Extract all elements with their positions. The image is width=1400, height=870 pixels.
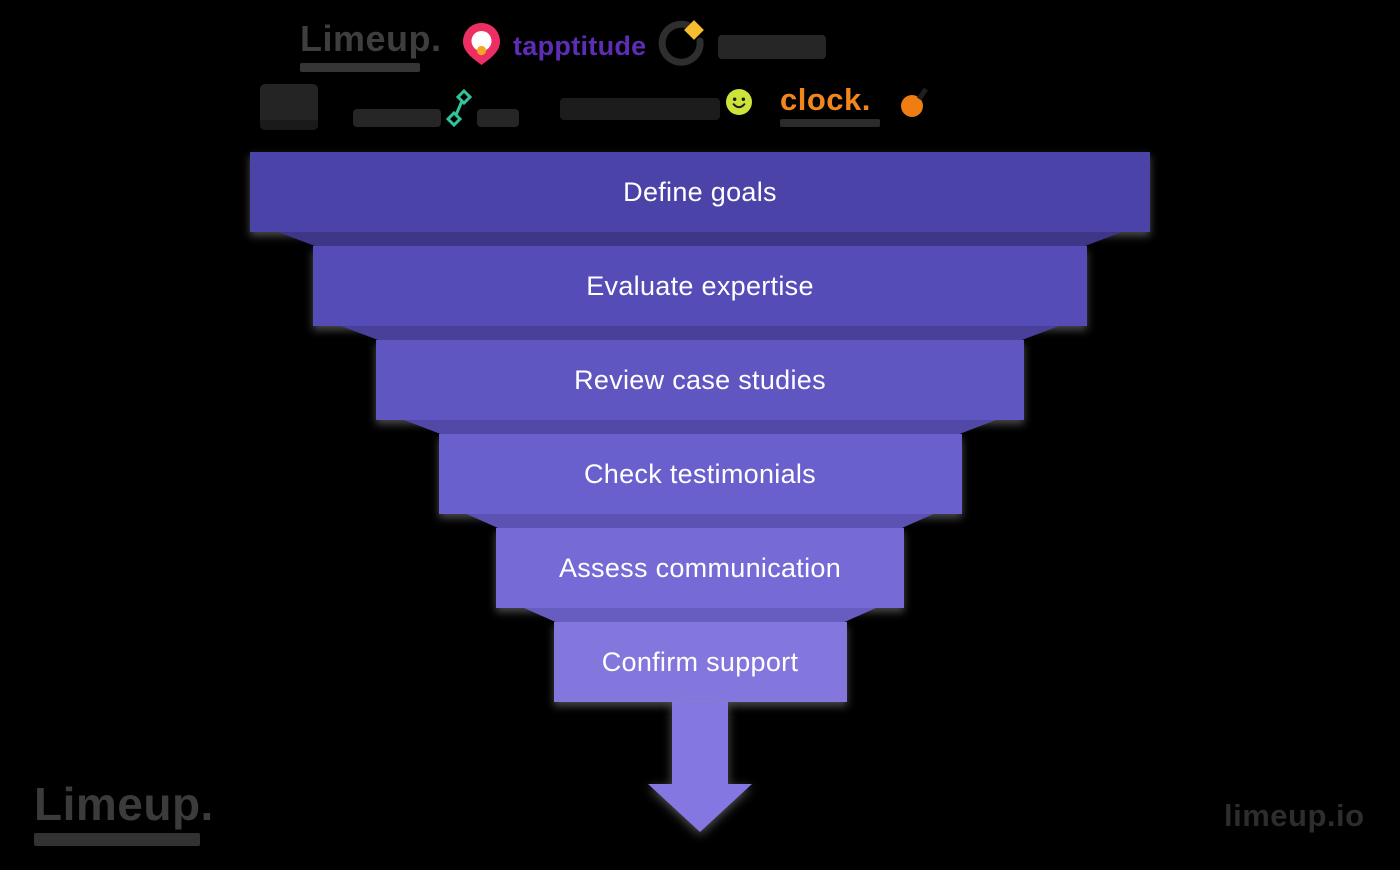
dark-square-logo xyxy=(260,84,318,130)
funnel-step-label: Define goals xyxy=(623,176,777,207)
chain-link-icon xyxy=(445,88,473,133)
down-arrow-stem xyxy=(672,702,728,786)
down-arrow-head xyxy=(648,784,752,832)
funnel-step-1: Define goals xyxy=(250,152,1150,232)
gear-circle-icon xyxy=(898,86,932,125)
teal-link-logo xyxy=(353,88,519,133)
funnel-connector-4 xyxy=(466,514,934,528)
square-mark-icon xyxy=(260,120,318,130)
pin-shield-icon xyxy=(462,22,501,71)
funnel-step-2: Evaluate expertise xyxy=(313,246,1087,326)
goodface-logo xyxy=(560,88,752,120)
funnel-step-6: Confirm support xyxy=(553,622,847,702)
funnel-connector-2 xyxy=(341,326,1059,340)
tapptitude-logo: tapptitude xyxy=(462,22,646,71)
funnel-connector-1 xyxy=(278,232,1122,246)
clock-tagline-bar xyxy=(780,119,880,127)
funnel-step-label: Check testimonials xyxy=(584,458,816,489)
funnel-step-label: Review case studies xyxy=(574,364,826,395)
clock-logo: clock. xyxy=(780,84,880,127)
limeup-wordmark: Limeup. xyxy=(34,778,214,830)
limeup-tagline-bar xyxy=(300,63,420,72)
illegible-wordmark-block xyxy=(353,108,441,127)
funnel-step-5: Assess communication xyxy=(496,528,904,608)
funnel-connector-5 xyxy=(524,608,876,622)
down-arrow xyxy=(0,702,1400,832)
funnel-connector-3 xyxy=(404,420,996,434)
limeup-logo-footer: Limeup. xyxy=(34,780,214,846)
funnel-step-label: Evaluate expertise xyxy=(586,270,814,301)
funnel-step-label: Assess communication xyxy=(558,552,842,583)
limeup-logo-top: Limeup. xyxy=(300,20,442,72)
clock-wordmark: clock. xyxy=(780,82,871,117)
funnel-step-4: Check testimonials xyxy=(438,434,962,514)
sparkle-ring-logo xyxy=(658,20,826,73)
orange-gear-logo xyxy=(898,86,932,125)
tapptitude-wordmark: tapptitude xyxy=(513,31,647,61)
circular-arrow-sparkle-icon xyxy=(658,20,706,73)
funnel-step-label: Confirm support xyxy=(601,646,799,677)
illegible-wordmark-block xyxy=(718,34,826,59)
illegible-wordmark-block xyxy=(560,98,720,120)
smiley-icon xyxy=(726,88,752,120)
limeup-tagline-bar xyxy=(34,833,200,846)
illegible-wordmark-block xyxy=(477,108,519,127)
funnel-step-3: Review case studies xyxy=(376,340,1024,420)
limeup-wordmark: Limeup. xyxy=(300,18,442,59)
site-url: limeup.io xyxy=(1224,798,1365,833)
